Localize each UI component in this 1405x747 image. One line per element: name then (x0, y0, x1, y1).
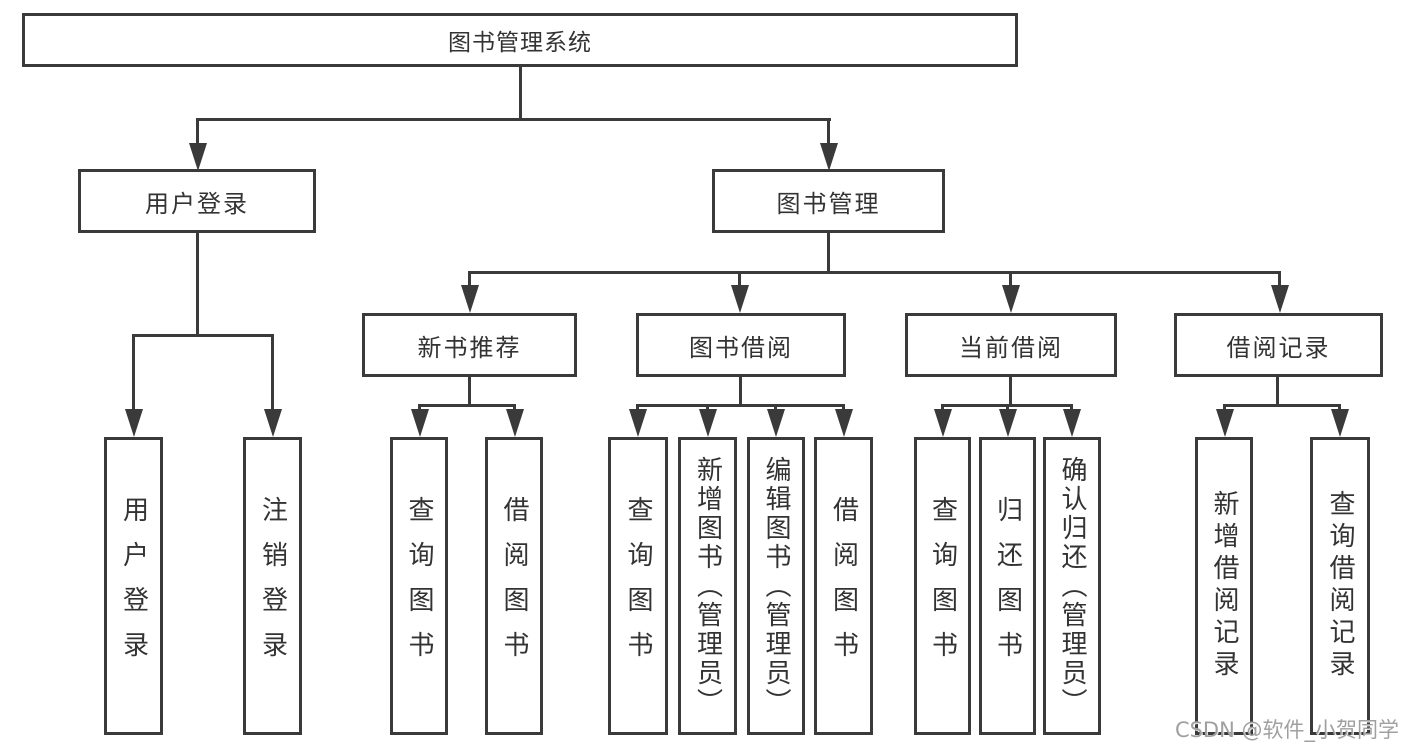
leaf-label: 查询图书 (404, 496, 434, 676)
leaf-label: 查询借阅记录 (1325, 490, 1355, 682)
arrow-to-leaf-logout (271, 334, 274, 409)
connector-root-stem (519, 67, 522, 119)
arrow-to-book-management (827, 118, 830, 143)
connector-borrow-records-stem (1276, 377, 1279, 406)
connector-user-login-stem (196, 233, 199, 336)
node-book-management: 图书管理 (712, 169, 945, 233)
arrow-to-leaf-user-login (132, 334, 135, 409)
connector-book-borrow-bar (636, 404, 844, 407)
connector-book-mgmt-stem (827, 233, 830, 273)
arrow-to-leaf-borrow-books-1 (513, 404, 516, 409)
arrow-to-leaf-query-record (1338, 404, 1341, 409)
leaf-confirm-return-admin: 确认归还（管理员） (1043, 437, 1101, 735)
leaf-edit-books-admin: 编辑图书（管理员） (747, 437, 805, 735)
leaf-label: 新增借阅记录 (1209, 490, 1239, 682)
connector-book-mgmt-bar (468, 271, 1281, 274)
leaf-label: 用户登录 (118, 496, 149, 676)
arrow-to-leaf-add-books (706, 404, 709, 409)
node-label: 借阅记录 (1226, 333, 1331, 362)
arrow-to-leaf-query-books-3 (941, 404, 944, 409)
leaf-label: 编辑图书（管理员） (761, 455, 791, 717)
node-label: 图书管理系统 (448, 30, 592, 56)
arrow-to-leaf-borrow-books-2 (842, 404, 845, 409)
node-label: 用户登录 (145, 189, 249, 218)
leaf-label: 查询图书 (927, 496, 958, 676)
node-label: 新书推荐 (417, 333, 522, 362)
connector-root-bar (197, 118, 831, 121)
connector-new-book-rec-bar (418, 404, 515, 407)
arrow-to-book-borrow (738, 271, 741, 285)
leaf-label: 借阅图书 (828, 496, 859, 676)
leaf-label: 确认归还（管理员） (1057, 455, 1087, 717)
leaf-label: 借阅图书 (499, 496, 529, 676)
node-current-borrowing: 当前借阅 (905, 313, 1117, 377)
arrow-to-leaf-edit-books (774, 404, 777, 409)
arrow-to-current-borrow (1009, 271, 1012, 285)
leaf-add-borrow-record: 新增借阅记录 (1195, 437, 1253, 735)
node-new-book-recommendation: 新书推荐 (362, 313, 577, 377)
leaf-add-books-admin: 新增图书（管理员） (678, 437, 737, 735)
leaf-query-books-2: 查询图书 (608, 437, 668, 735)
node-user-login: 用户登录 (78, 169, 316, 233)
connector-current-borrow-stem (1009, 377, 1012, 406)
arrow-to-leaf-query-books-2 (636, 404, 639, 409)
arrow-to-user-login (196, 118, 199, 143)
arrow-to-borrow-records (1278, 271, 1281, 285)
leaf-label: 新增图书（管理员） (692, 455, 723, 717)
connector-user-login-bar (132, 334, 274, 337)
node-label: 图书管理 (776, 189, 881, 218)
leaf-logout: 注销登录 (243, 437, 302, 735)
leaf-borrow-books-2: 借阅图书 (814, 437, 873, 735)
arrow-to-leaf-confirm-return (1070, 404, 1073, 409)
leaf-return-books: 归还图书 (979, 437, 1036, 735)
arrow-to-new-book-rec (468, 271, 471, 285)
node-book-borrowing: 图书借阅 (636, 313, 846, 377)
connector-book-borrow-stem (739, 377, 742, 406)
csdn-watermark: CSDN @软件_小贺同学 (1174, 718, 1399, 742)
leaf-query-books-1: 查询图书 (390, 437, 448, 735)
node-library-management-system: 图书管理系统 (22, 13, 1018, 67)
connector-borrow-records-bar (1223, 404, 1340, 407)
leaf-query-borrow-record: 查询借阅记录 (1310, 437, 1370, 735)
node-label: 当前借阅 (959, 333, 1063, 362)
leaf-borrow-books-1: 借阅图书 (485, 437, 543, 735)
node-label: 图书借阅 (689, 333, 793, 362)
leaf-label: 查询图书 (623, 496, 653, 676)
node-borrowing-records: 借阅记录 (1174, 313, 1383, 377)
arrow-to-leaf-add-record (1223, 404, 1226, 409)
leaf-label: 注销登录 (257, 496, 288, 676)
leaf-query-books-3: 查询图书 (914, 437, 971, 735)
connector-new-book-rec-stem (468, 377, 471, 406)
leaf-label: 归还图书 (992, 496, 1023, 676)
arrow-to-leaf-return-books (1006, 404, 1009, 409)
leaf-user-login: 用户登录 (104, 437, 163, 735)
arrow-to-leaf-query-books-1 (418, 404, 421, 409)
